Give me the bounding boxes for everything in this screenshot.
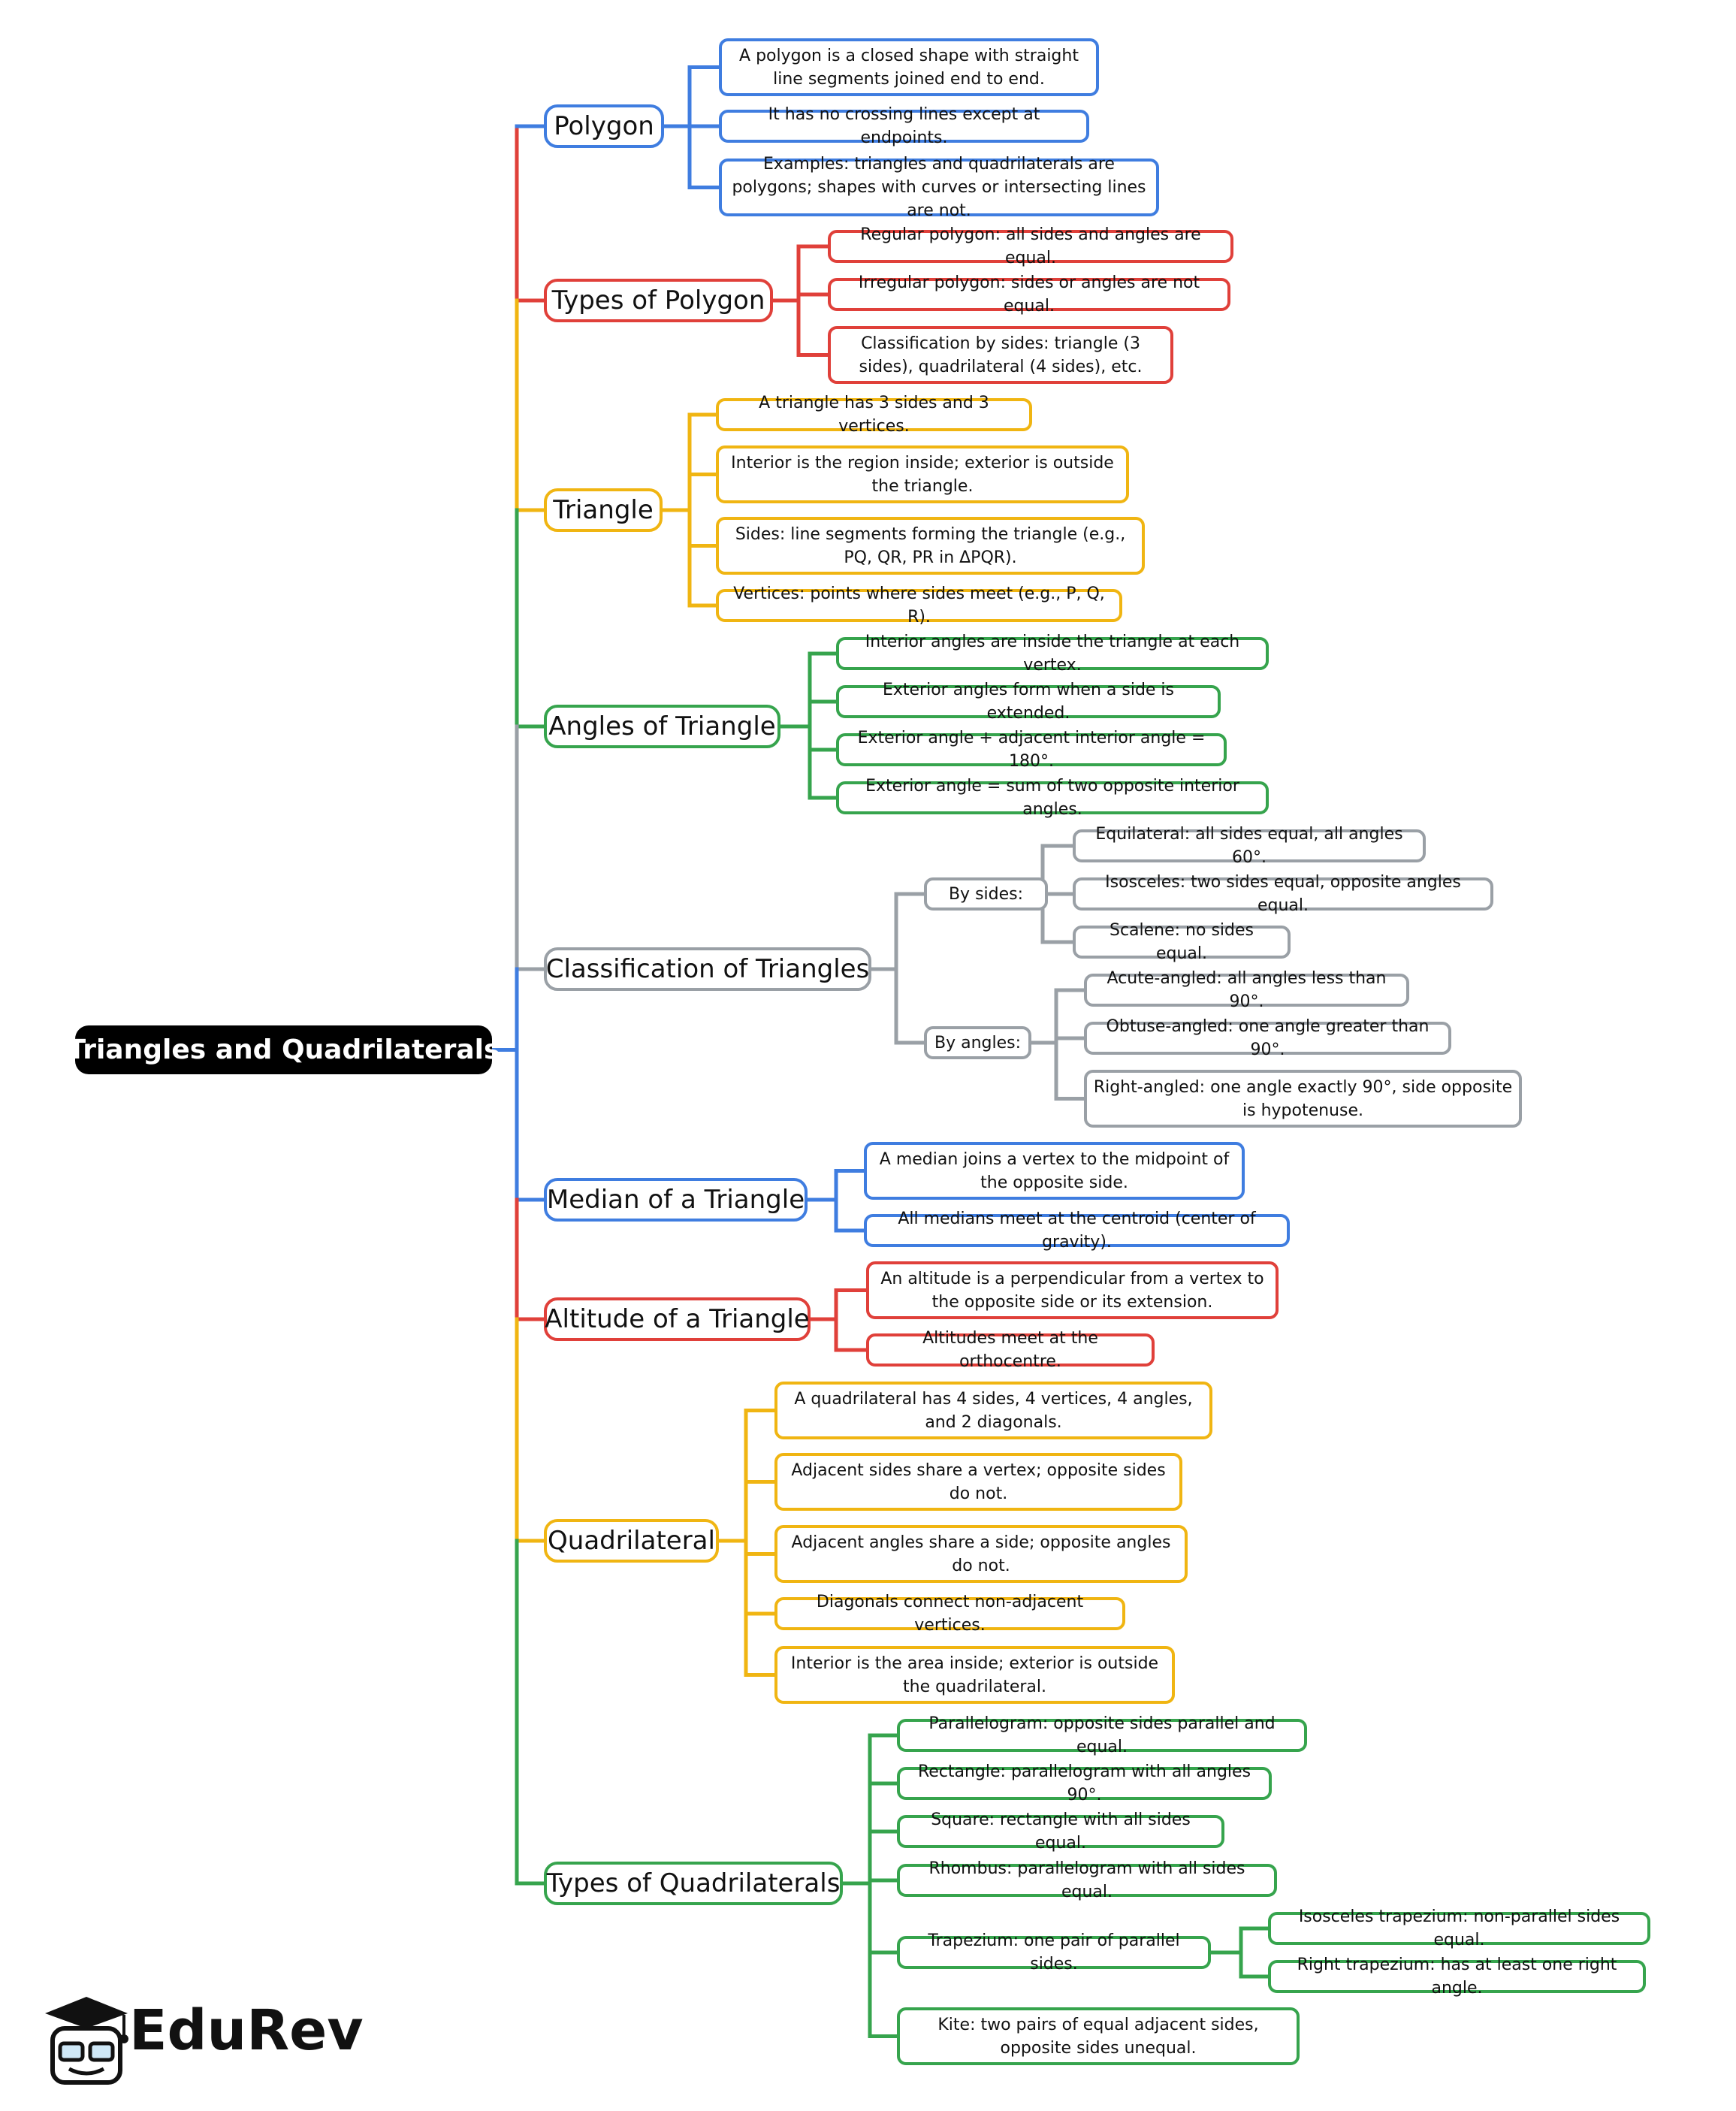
subleaf-isosceles-trapezium-non-parallel-sides-e: Isosceles trapezium: non-parallel sides … (1268, 1907, 1650, 1949)
leaf-altitudes-meet-at-the-orthocentre: Altitudes meet at the orthocentre. (866, 1329, 1155, 1371)
leaf-classification-by-sides-triangle-3-sides: Classification by sides: triangle (3 sid… (828, 326, 1173, 384)
branch-polygon: Polygon (544, 104, 664, 148)
subleaf-obtuse-angled-one-angle-greater-than-90: Obtuse-angled: one angle greater than 90… (1084, 1017, 1451, 1059)
edurev-logo-text: EduRev (129, 1998, 364, 2063)
leaf-interior-angles-are-inside-the-triangle-: Interior angles are inside the triangle … (836, 633, 1269, 675)
leaf-interior-is-the-area-inside-exterior-is-: Interior is the area inside; exterior is… (774, 1646, 1175, 1704)
branch-triangle: Triangle (544, 488, 663, 532)
branch-altitude-of-a-triangle: Altitude of a Triangle (544, 1297, 811, 1341)
leaf-examples-triangles-and-quadrilaterals-ar: Examples: triangles and quadrilaterals a… (719, 155, 1159, 220)
branch-angles-of-triangle: Angles of Triangle (544, 705, 780, 748)
subleaf-scalene-no-sides-equal: Scalene: no sides equal. (1073, 921, 1291, 963)
root-node: Triangles and Quadrilaterals (68, 1025, 500, 1074)
edurev-logo-icon (45, 1997, 128, 2085)
leaf-adjacent-angles-share-a-side-opposite-an: Adjacent angles share a side; opposite a… (774, 1525, 1188, 1583)
branch-quadrilateral: Quadrilateral (544, 1519, 719, 1563)
leaf-trapezium-one-pair-of-parallel-sides: Trapezium: one pair of parallel sides. (897, 1931, 1211, 1974)
leaf-regular-polygon-all-sides-and-angles-are: Regular polygon: all sides and angles ar… (828, 225, 1233, 267)
leaf-square-rectangle-with-all-sides-equal: Square: rectangle with all sides equal. (897, 1811, 1224, 1853)
subleaf-equilateral-all-sides-equal-all-angles-6: Equilateral: all sides equal, all angles… (1073, 825, 1426, 867)
leaf-rhombus-parallelogram-with-all-sides-equ: Rhombus: parallelogram with all sides eq… (897, 1859, 1277, 1901)
leaf-a-quadrilateral-has-4-sides-4-vertices-4: A quadrilateral has 4 sides, 4 vertices,… (774, 1382, 1212, 1439)
subleaf-isosceles-two-sides-equal-opposite-angle: Isosceles: two sides equal, opposite ang… (1073, 873, 1493, 915)
leaf-exterior-angle-sum-of-two-opposite-inter: Exterior angle = sum of two opposite int… (836, 777, 1269, 819)
subleaf-right-angled-one-angle-exactly-90-side-o: Right-angled: one angle exactly 90°, sid… (1084, 1070, 1522, 1128)
branch-types-of-quadrilaterals: Types of Quadrilaterals (544, 1862, 843, 1905)
leaf-vertices-points-where-sides-meet-e-g-p-q: Vertices: points where sides meet (e.g.,… (716, 584, 1122, 627)
leaf-irregular-polygon-sides-or-angles-are-no: Irregular polygon: sides or angles are n… (828, 273, 1230, 316)
branch-median-of-a-triangle: Median of a Triangle (544, 1178, 808, 1222)
leaf-by-angles: By angles: (924, 1026, 1031, 1059)
leaf-a-median-joins-a-vertex-to-the-midpoint-: A median joins a vertex to the midpoint … (864, 1142, 1245, 1200)
subleaf-acute-angled-all-angles-less-than-90: Acute-angled: all angles less than 90°. (1084, 969, 1409, 1011)
leaf-by-sides: By sides: (924, 877, 1048, 911)
leaf-parallelogram-opposite-sides-parallel-an: Parallelogram: opposite sides parallel a… (897, 1714, 1307, 1756)
leaf-exterior-angles-form-when-a-side-is-exte: Exterior angles form when a side is exte… (836, 681, 1221, 723)
branch-types-of-polygon: Types of Polygon (544, 279, 773, 322)
leaf-exterior-angle-adjacent-interior-angle-1: Exterior angle + adjacent interior angle… (836, 729, 1227, 771)
leaf-interior-is-the-region-inside-exterior-i: Interior is the region inside; exterior … (716, 445, 1129, 503)
leaf-it-has-no-crossing-lines-except-at-endpo: It has no crossing lines except at endpo… (719, 105, 1089, 147)
leaf-all-medians-meet-at-the-centroid-center-: All medians meet at the centroid (center… (864, 1210, 1290, 1252)
leaf-rectangle-parallelogram-with-all-angles-: Rectangle: parallelogram with all angles… (897, 1762, 1272, 1804)
leaf-kite-two-pairs-of-equal-adjacent-sides-o: Kite: two pairs of equal adjacent sides,… (897, 2007, 1300, 2065)
leaf-a-triangle-has-3-sides-and-3-vertices: A triangle has 3 sides and 3 vertices. (716, 394, 1032, 436)
branch-classification-of-triangles: Classification of Triangles (544, 947, 871, 991)
leaf-diagonals-connect-non-adjacent-vertices: Diagonals connect non-adjacent vertices. (774, 1593, 1125, 1635)
subleaf-right-trapezium-has-at-least-one-right-a: Right trapezium: has at least one right … (1268, 1955, 1646, 1998)
leaf-adjacent-sides-share-a-vertex-opposite-s: Adjacent sides share a vertex; opposite … (774, 1453, 1182, 1511)
leaf-a-polygon-is-a-closed-shape-with-straigh: A polygon is a closed shape with straigh… (719, 38, 1099, 96)
leaf-sides-line-segments-forming-the-triangle: Sides: line segments forming the triangl… (716, 517, 1145, 575)
leaf-an-altitude-is-a-perpendicular-from-a-ve: An altitude is a perpendicular from a ve… (866, 1261, 1279, 1319)
